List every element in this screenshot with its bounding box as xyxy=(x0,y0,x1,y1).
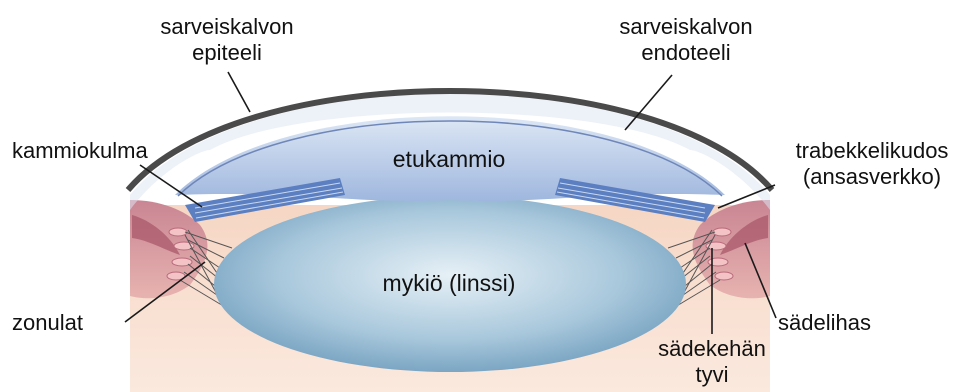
label-trabecular-line1: trabekkelikudos xyxy=(796,138,949,164)
label-anterior-chamber: etukammio xyxy=(393,146,505,172)
label-ciliary-root-line2: tyvi xyxy=(658,362,766,388)
label-cornea-epithelium-line1: sarveiskalvon xyxy=(160,14,293,40)
label-trabecular: trabekkelikudos (ansasverkko) xyxy=(796,138,949,190)
label-chamber-angle: kammiokulma xyxy=(12,138,148,164)
label-zonules: zonulat xyxy=(12,310,83,336)
label-cornea-epithelium-line2: epiteeli xyxy=(160,40,293,66)
label-cornea-endothelium: sarveiskalvon endoteeli xyxy=(619,14,752,66)
label-cornea-epithelium: sarveiskalvon epiteeli xyxy=(160,14,293,66)
label-cornea-endothelium-line2: endoteeli xyxy=(619,40,752,66)
label-ciliary-muscle: sädelihas xyxy=(778,310,871,336)
label-ciliary-root: sädekehän tyvi xyxy=(658,336,766,388)
label-trabecular-line2: (ansasverkko) xyxy=(796,164,949,190)
label-ciliary-root-line1: sädekehän xyxy=(658,336,766,362)
leader-cornea-epithelium xyxy=(228,72,250,112)
label-lens: mykiö (linssi) xyxy=(383,270,516,296)
label-cornea-endothelium-line1: sarveiskalvon xyxy=(619,14,752,40)
